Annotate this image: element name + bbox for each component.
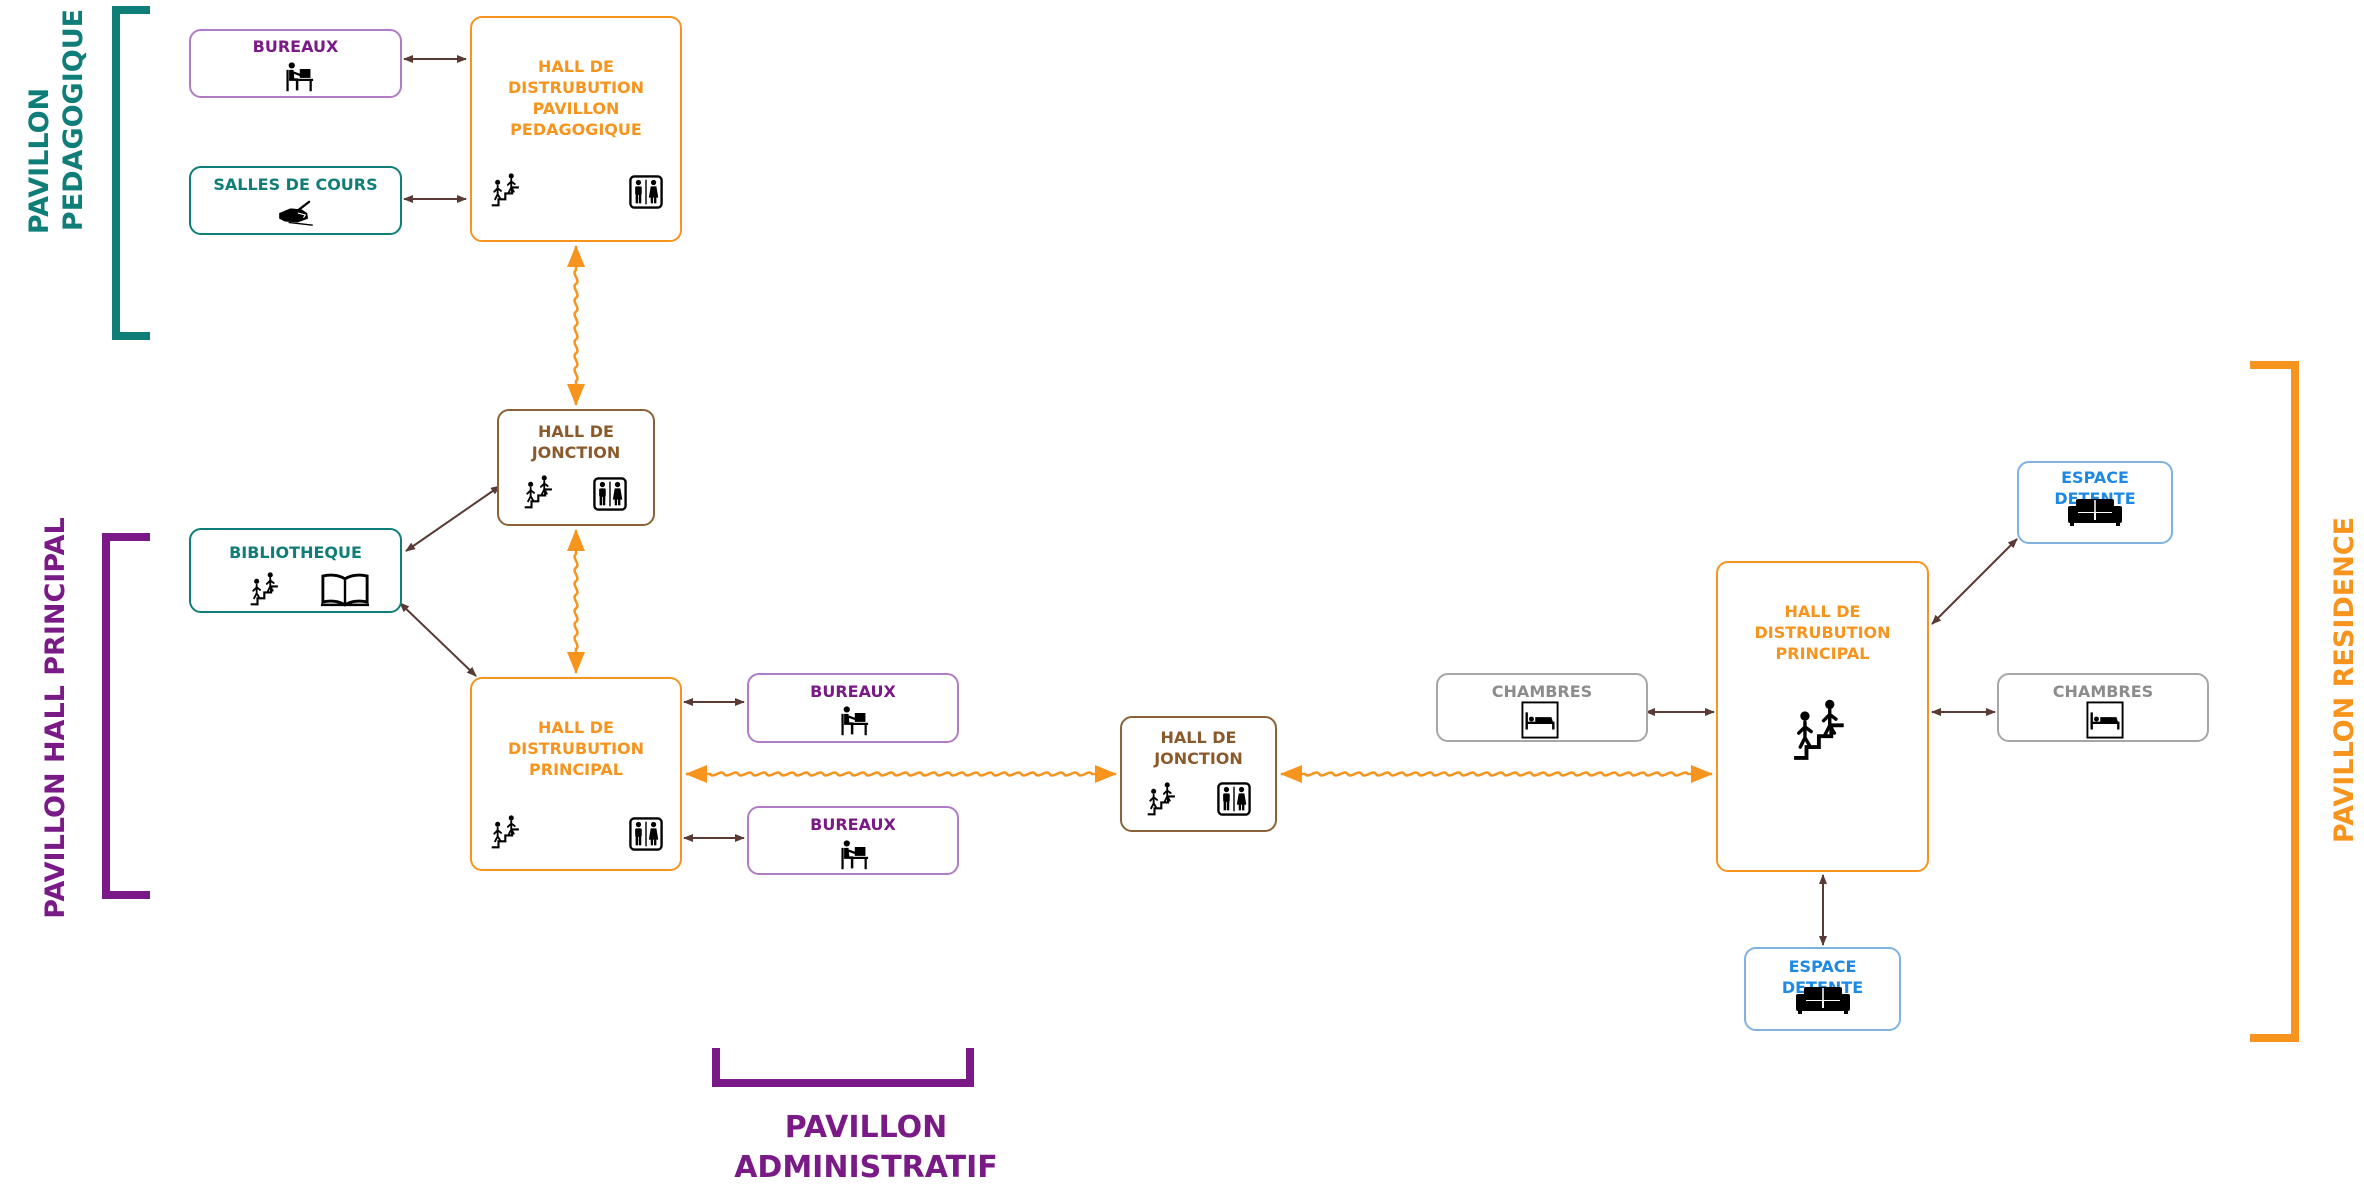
node-hall-jonction-2[interactable]: HALL DE JONCTION (1120, 716, 1277, 832)
node-label: HALL DE JONCTION (531, 422, 621, 462)
node-bureaux-administratif-1[interactable]: BUREAUX (747, 673, 959, 743)
node-salles-de-cours[interactable]: SALLES DE COURS (189, 166, 402, 235)
node-bureaux-pedagogique[interactable]: BUREAUX (189, 29, 402, 98)
node-label: HALL DE DISTRUBUTION PRINCIPAL (1754, 602, 1891, 663)
bed-icon (1521, 701, 1559, 739)
node-chambres-right[interactable]: CHAMBRES (1997, 673, 2209, 742)
node-hall-jonction-1[interactable]: HALL DE JONCTION (497, 409, 655, 526)
stairs-icon (523, 475, 557, 509)
node-label: BIBLIOTHEQUE (229, 543, 362, 562)
office-desk-icon (837, 839, 869, 871)
connector-biblio-hall-principal (399, 602, 477, 677)
node-label: HALL DE DISTRUBUTION PAVILLON PEDAGOGIQU… (507, 57, 645, 139)
bracket-residence (2250, 361, 2299, 1042)
node-hall-distribution-pedagogique[interactable]: HALL DE DISTRUBUTION PAVILLON PEDAGOGIQU… (470, 16, 682, 242)
restroom-icon (593, 477, 627, 511)
node-espace-detente-bottom[interactable]: ESPACE DETENTE (1744, 947, 1901, 1031)
node-label: HALL DE JONCTION (1154, 728, 1243, 768)
connector-detente-top (1931, 538, 2018, 625)
node-hall-distribution-principal[interactable]: HALL DE DISTRUBUTION PRINCIPAL (470, 677, 682, 871)
node-chambres-left[interactable]: CHAMBRES (1436, 673, 1648, 742)
bracket-hall-principal (102, 533, 150, 899)
stairs-icon (490, 815, 524, 849)
office-desk-icon (837, 705, 869, 737)
node-espace-detente-top[interactable]: ESPACE DETENTE (2017, 461, 2173, 544)
group-label-pedagogique-line1: PAVILLON (24, 88, 55, 234)
writing-hand-icon (277, 200, 315, 228)
group-label-administratif-line1: PAVILLON (785, 1110, 948, 1145)
stairs-icon (249, 572, 283, 606)
stairs-icon (1146, 782, 1180, 816)
node-label: BUREAUX (252, 37, 339, 56)
node-label: SALLES DE COURS (213, 175, 378, 194)
link-jonction-hall-principal (567, 529, 585, 674)
office-desk-icon (282, 61, 314, 93)
node-bibliotheque[interactable]: BIBLIOTHEQUE (189, 528, 402, 613)
link-hall-principal-jonction (685, 765, 1117, 783)
link-jonction-hall-residence (1280, 765, 1713, 783)
bracket-pedagogique (112, 6, 150, 340)
group-label-hall-principal: PAVILLON HALL PRINCIPAL (40, 517, 71, 919)
stairs-icon (1791, 699, 1853, 761)
restroom-icon (1217, 782, 1251, 816)
book-icon (320, 572, 370, 607)
link-hall-ped-jonction (567, 245, 585, 406)
node-bureaux-administratif-2[interactable]: BUREAUX (747, 806, 959, 875)
group-label-administratif-line2: ADMINISTRATIF (734, 1150, 998, 1185)
bracket-administratif (712, 1048, 974, 1087)
node-label: BUREAUX (810, 682, 896, 701)
node-label: ESPACE DETENTE (2054, 468, 2136, 508)
node-label: HALL DE DISTRUBUTION PRINCIPAL (507, 718, 645, 779)
node-label: CHAMBRES (1491, 682, 1593, 701)
bed-icon (2086, 701, 2124, 739)
sofa-icon (2066, 497, 2124, 527)
group-label-residence: PAVILLON RESIDENCE (2329, 517, 2360, 843)
group-label-pedagogique-line2: PEDAGOGIQUE (58, 9, 89, 231)
node-label: BUREAUX (810, 815, 896, 834)
restroom-icon (629, 175, 663, 209)
connector-biblio-jonction (405, 485, 501, 552)
stairs-icon (490, 173, 524, 207)
sofa-icon (1794, 985, 1852, 1015)
node-label: CHAMBRES (2052, 682, 2154, 701)
node-hall-distribution-residence[interactable]: HALL DE DISTRUBUTION PRINCIPAL (1716, 561, 1929, 872)
restroom-icon (629, 817, 663, 851)
